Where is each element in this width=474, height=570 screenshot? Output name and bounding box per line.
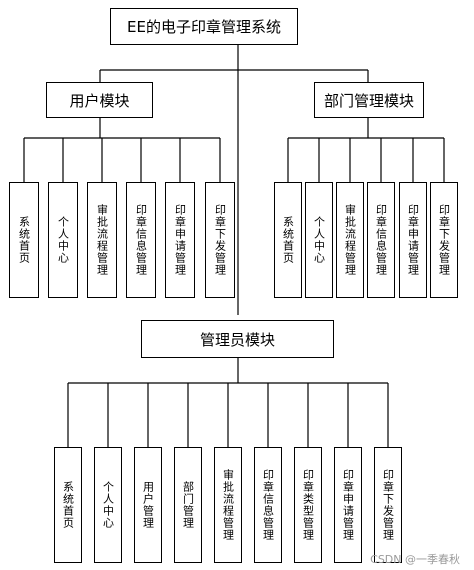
admin-leaf: 审批流程管理 (214, 447, 242, 563)
admin-leaf: 部门管理 (174, 447, 202, 563)
watermark: CSDN @一季春秋 (370, 553, 460, 566)
leaf-label: 印章信息管理 (261, 469, 275, 541)
leaf-label: 印章下发管理 (213, 204, 227, 276)
user-leaf: 个人中心 (48, 182, 78, 298)
admin-module-node: 管理员模块 (141, 320, 334, 358)
dept-leaf: 个人中心 (305, 182, 333, 298)
admin-module-label: 管理员模块 (199, 330, 275, 349)
leaf-label: 审批流程管理 (221, 469, 235, 541)
dept-leaf: 印章申请管理 (399, 182, 427, 298)
leaf-label: 用户管理 (141, 481, 155, 529)
dept-leaf: 系统首页 (274, 182, 302, 298)
leaf-label: 审批流程管理 (95, 204, 109, 276)
user-leaf: 印章信息管理 (126, 182, 156, 298)
leaf-label: 审批流程管理 (343, 204, 357, 276)
admin-leaf: 个人中心 (94, 447, 122, 563)
leaf-label: 印章信息管理 (134, 204, 148, 276)
leaf-label: 系统首页 (61, 481, 75, 529)
admin-leaf: 印章类型管理 (294, 447, 322, 563)
root-node-label: EE的电子印章管理系统 (127, 18, 281, 36)
leaf-label: 系统首页 (17, 216, 31, 264)
leaf-label: 个人中心 (312, 216, 326, 264)
dept-module-label: 部门管理模块 (323, 91, 414, 110)
dept-leaf: 审批流程管理 (336, 182, 364, 298)
leaf-label: 个人中心 (56, 216, 70, 264)
user-leaf: 系统首页 (9, 182, 39, 298)
dept-leaf: 印章信息管理 (367, 182, 395, 298)
leaf-label: 部门管理 (181, 481, 195, 529)
user-leaf: 印章下发管理 (205, 182, 235, 298)
leaf-label: 印章信息管理 (374, 204, 388, 276)
leaf-label: 印章申请管理 (406, 204, 420, 276)
leaf-label: 印章类型管理 (301, 469, 315, 541)
admin-leaf: 印章申请管理 (334, 447, 362, 563)
root-node: EE的电子印章管理系统 (110, 8, 298, 45)
admin-leaf: 系统首页 (54, 447, 82, 563)
leaf-label: 印章申请管理 (173, 204, 187, 276)
user-module-node: 用户模块 (46, 82, 153, 118)
leaf-label: 印章下发管理 (381, 469, 395, 541)
dept-module-node: 部门管理模块 (314, 82, 424, 118)
user-module-label: 用户模块 (69, 91, 130, 110)
leaf-label: 印章申请管理 (341, 469, 355, 541)
leaf-label: 系统首页 (281, 216, 295, 264)
admin-leaf: 印章下发管理 (374, 447, 402, 563)
leaf-label: 个人中心 (101, 481, 115, 529)
user-leaf: 审批流程管理 (87, 182, 117, 298)
admin-leaf: 用户管理 (134, 447, 162, 563)
user-leaf: 印章申请管理 (165, 182, 195, 298)
admin-leaf: 印章信息管理 (254, 447, 282, 563)
leaf-label: 印章下发管理 (437, 204, 451, 276)
dept-leaf: 印章下发管理 (430, 182, 458, 298)
